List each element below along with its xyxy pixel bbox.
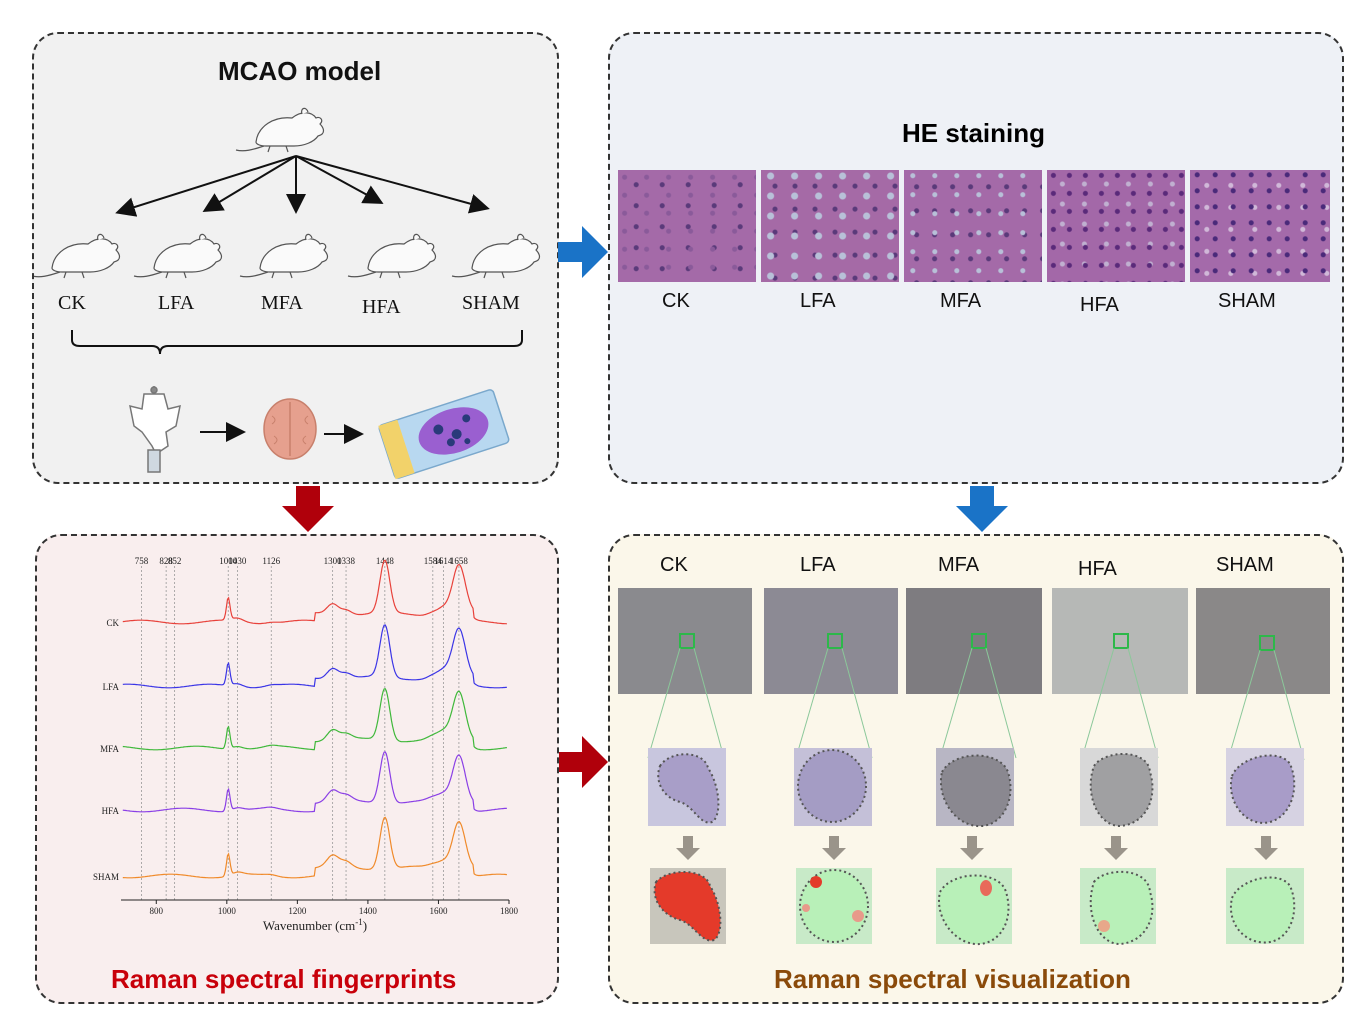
raman-map-fill-mfa [938,874,1010,946]
he-label-hfa: HFA [1080,294,1119,316]
he-image-mfa [904,170,1042,282]
tissue-slide-icon [378,389,510,480]
peak-label: 1030 [228,556,247,566]
x-tick-label: 1400 [359,906,378,916]
down-arrow-hfa [1104,836,1128,860]
he-image-sham [1190,170,1330,282]
mcao-model-panel: MCAO model [32,32,559,484]
visualization-title: Raman spectral visualization [774,964,1131,994]
series-label-ck: CK [106,618,119,628]
x-tick-label: 1600 [429,906,448,916]
peak-label: 1658 [450,556,469,566]
mcao-label-ck: CK [58,292,86,314]
raman-map-fill-lfa [799,869,869,943]
vis-label-hfa: HFA [1078,558,1117,580]
peak-label: 852 [168,556,182,566]
roi-box-lfa [827,633,843,649]
roi-box-sham [1259,635,1275,651]
blue-arrow-down [956,486,1008,532]
peak-label: 1004 [219,556,238,566]
peak-label: 1338 [337,556,356,566]
raman-map-fill-ck [653,870,722,942]
he-image-ck [618,170,756,282]
mcao-label-sham: SHAM [462,292,520,314]
he-label-sham: SHAM [1218,290,1276,312]
red-arrow-down [282,486,334,532]
micro-image-hfa [1052,588,1188,694]
vis-column-lfa [764,588,898,944]
mouse-icon-parent [235,107,325,153]
peak-label: 1614 [434,556,453,566]
rat-dissection-icon [129,386,181,473]
mcao-label-lfa: LFA [158,292,195,314]
series-label-sham: SHAM [93,872,119,882]
vis-label-ck: CK [660,554,688,576]
spectrum-hfa [122,751,507,813]
vis-column-mfa [906,588,1042,946]
mouse-icon-lfa [133,233,223,279]
roi-box-ck [679,633,695,649]
micro-image-sham [1196,588,1330,694]
vis-column-hfa [1052,588,1188,946]
vis-column-ck [618,588,752,944]
raman-map-fill-sham [1229,876,1296,944]
x-tick-label: 1200 [288,906,307,916]
peak-label: 1584 [424,556,443,566]
peak-label: 1300 [324,556,343,566]
red-arrow-right [558,736,608,788]
he-staining-panel: HE staining CK LFA MFA HFA SHAM [608,32,1344,484]
spectrum-mfa [122,687,507,751]
down-arrow-lfa [822,836,846,860]
mouse-icon-ck [34,233,121,279]
series-label-lfa: LFA [103,682,120,692]
he-image-lfa [761,170,899,282]
mouse-icon-hfa [347,233,437,279]
mcao-diagram [34,107,541,480]
raman-title: Raman spectral fingerprints [111,964,457,994]
he-label-lfa: LFA [800,290,836,312]
series-label-hfa: HFA [102,806,120,816]
vis-label-lfa: LFA [800,554,836,576]
peak-label: 758 [135,556,149,566]
spectrum-ck [122,559,507,625]
group-brace [71,330,523,355]
x-tick-label: 800 [150,906,164,916]
spectrum-lfa [122,624,507,689]
down-arrow-sham [1254,836,1278,860]
mcao-title: MCAO model [218,56,382,86]
mouse-icon-mfa [239,233,329,279]
he-label-ck: CK [662,290,690,312]
roi-box-hfa [1113,633,1129,649]
micro-image-ck [618,588,752,694]
vis-label-sham: SHAM [1216,554,1274,576]
micro-image-mfa [906,588,1042,694]
down-arrow-ck [676,836,700,860]
x-tick-label: 1800 [500,906,519,916]
mouse-icon-sham [451,233,541,279]
micro-image-lfa [764,588,898,694]
he-image-hfa [1047,170,1185,282]
visualization-grid [618,588,1330,946]
x-tick-label: 1000 [218,906,237,916]
x-axis-label: Wavenumber (cm-1) [263,917,367,933]
series-label-mfa: MFA [100,744,119,754]
vis-label-mfa: MFA [938,554,980,576]
peak-label: 1126 [262,556,280,566]
down-arrow-mfa [960,836,984,860]
blue-arrow-right [558,226,608,278]
peak-label: 828 [159,556,173,566]
brain-icon [263,398,317,460]
spectrum-sham [122,816,507,879]
mcao-label-hfa: HFA [362,296,401,318]
vis-column-sham [1196,588,1330,944]
roi-box-mfa [971,633,987,649]
he-title: HE staining [902,118,1046,148]
he-label-mfa: MFA [940,290,982,312]
raman-visualization-panel: CK LFA MFA HFA SHAM [608,534,1344,1004]
mcao-label-mfa: MFA [261,292,303,314]
he-image-strip [618,170,1330,282]
